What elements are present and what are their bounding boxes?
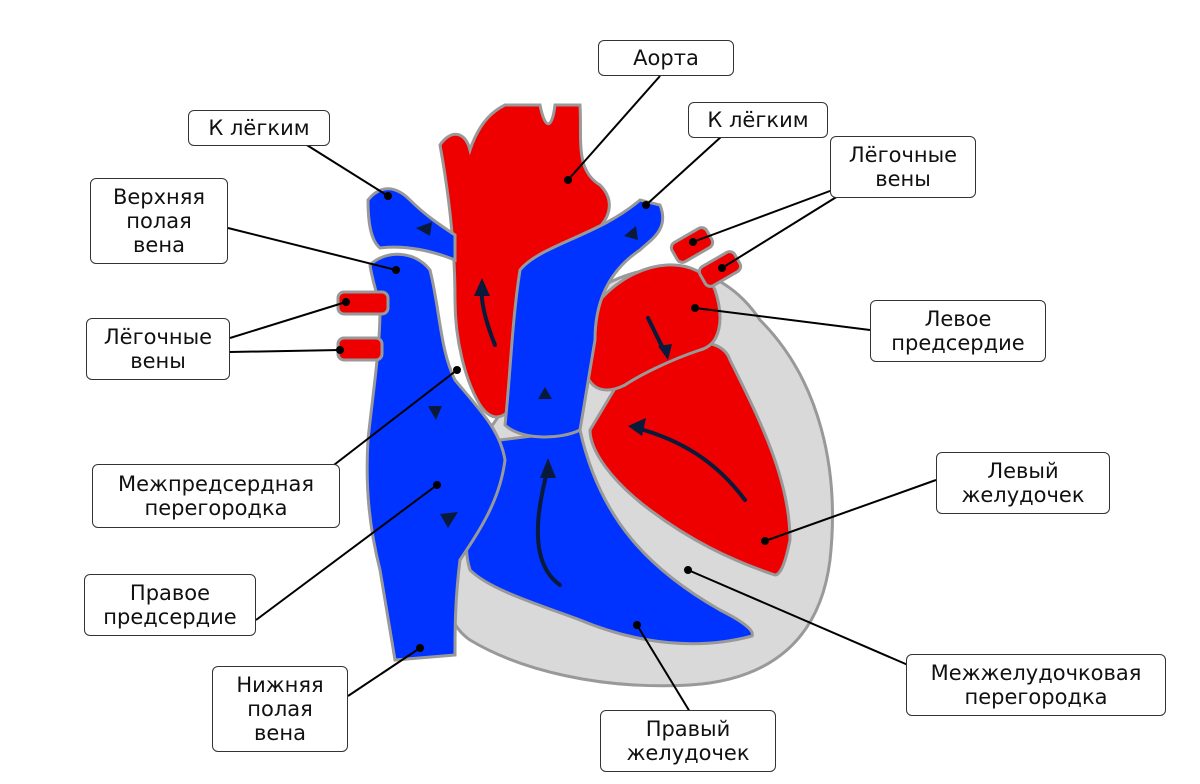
dot-aorta [564, 176, 572, 184]
label-pulmonary-veins-left: Лёгочные вены [86, 318, 230, 380]
label-left-atrium-line2: предсердие [891, 331, 1025, 355]
leader-pulmonary-veins-left-1 [229, 301, 347, 339]
arrowhead-right-ventricle [540, 458, 556, 478]
right-atrium-shape [365, 252, 507, 662]
left-pulmonary-artery-shape [366, 187, 457, 263]
label-left-ventricle-line2: желудочек [961, 483, 1085, 507]
leader-pulmonary-veins-left-2 [229, 349, 341, 353]
leader-to-lungs-right [645, 135, 723, 206]
dot-to-lungs-right [642, 201, 650, 209]
dot-pulmonary-vein-left-2 [336, 346, 344, 354]
leader-inferior-vena-cava [347, 647, 421, 697]
dot-pulmonary-vein-left-1 [342, 298, 350, 306]
label-pulmonary-veins-right-line2: вены [875, 167, 931, 191]
label-inferior-vena-cava-line3: вена [254, 721, 306, 745]
label-pulmonary-veins-left-line2: вены [130, 349, 186, 373]
label-aorta-text: Аорта [633, 46, 699, 70]
arrowhead-left-ventricle [628, 418, 646, 436]
label-left-ventricle-line1: Левый [987, 459, 1059, 483]
left-pulmonary-vein-upper [336, 290, 390, 316]
label-right-atrium: Правое предсердие [84, 574, 256, 636]
label-interatrial-septum-line2: перегородка [144, 496, 288, 520]
dot-right-ventricle [633, 621, 641, 629]
right-ventricle-shape [464, 428, 754, 646]
label-right-atrium-line1: Правое [129, 581, 211, 605]
leader-right-ventricle [636, 624, 691, 713]
label-interatrial-septum-line1: Межпредсердная [117, 472, 314, 496]
arrowhead-inferior [440, 512, 458, 528]
leader-to-lungs-left [301, 141, 389, 197]
label-to-lungs-right-text: К лёгким [707, 108, 809, 132]
leader-pulmonary-veins-right-1 [692, 187, 839, 243]
label-inferior-vena-cava: Нижняя полая вена [212, 666, 348, 752]
dot-pulmonary-vein-right-1 [689, 238, 697, 246]
leader-aorta [567, 75, 661, 181]
label-pulmonary-veins-left-line1: Лёгочные [103, 325, 213, 349]
label-left-atrium-line1: Левое [924, 307, 992, 331]
dot-right-atrium [433, 481, 441, 489]
leader-interatrial-septum [329, 369, 458, 469]
label-left-atrium: Левое предсердие [870, 300, 1046, 362]
leader-pulmonary-veins-right-2 [721, 195, 839, 269]
label-superior-vena-cava: Верхняя полая вена [90, 178, 228, 264]
label-to-lungs-left: К лёгким [188, 110, 330, 146]
left-ventricle-shape [588, 341, 792, 577]
leader-right-atrium [255, 484, 438, 621]
dot-interventricular-septum [684, 566, 692, 574]
label-right-ventricle-line2: желудочек [626, 741, 750, 765]
label-interatrial-septum: Межпредсердная перегородка [92, 464, 340, 528]
leader-left-atrium [694, 307, 871, 331]
dot-inferior-vena-cava [416, 644, 424, 652]
dot-superior-vena-cava [392, 266, 400, 274]
arrowhead-pulmonary-trunk [538, 387, 552, 399]
dot-to-lungs-left [384, 192, 392, 200]
label-interventricular-septum: Межжелудочковая перегородка [906, 654, 1166, 716]
leader-superior-vena-cava [227, 227, 397, 271]
flow-arrow-left-ventricle [635, 426, 747, 502]
label-pulmonary-veins-right-line1: Лёгочные [848, 143, 958, 167]
dot-interatrial-septum [453, 366, 461, 374]
label-interventricular-septum-line2: перегородка [964, 685, 1108, 709]
label-aorta: Аорта [598, 40, 734, 76]
label-superior-vena-cava-line3: вена [133, 233, 185, 257]
left-pulmonary-vein-lower [336, 336, 384, 362]
label-right-ventricle-line1: Правый [645, 717, 731, 741]
arrowhead-left-atrium [658, 344, 672, 360]
flow-arrow-right-ventricle [535, 466, 562, 587]
arrowhead-aorta [474, 278, 490, 296]
label-inferior-vena-cava-line1: Нижняя [236, 673, 324, 697]
label-interventricular-septum-line1: Межжелудочковая [930, 661, 1142, 685]
pulmonary-trunk-shape [503, 198, 664, 439]
label-inferior-vena-cava-line2: полая [247, 697, 313, 721]
arrowhead-left-pulmonary [416, 222, 432, 236]
arrowhead-right-atrium [428, 406, 442, 420]
label-pulmonary-veins-right: Лёгочные вены [830, 136, 976, 198]
leader-interventricular-septum [687, 569, 909, 666]
leader-left-ventricle [764, 479, 937, 542]
arrowhead-right-pulmonary [624, 226, 638, 240]
label-left-ventricle: Левый желудочек [936, 452, 1110, 514]
label-superior-vena-cava-line1: Верхняя [112, 185, 206, 209]
label-to-lungs-right: К лёгким [688, 102, 828, 138]
label-superior-vena-cava-line2: полая [126, 209, 192, 233]
label-right-ventricle: Правый желудочек [600, 710, 776, 772]
dot-left-ventricle [761, 537, 769, 545]
dot-left-atrium [691, 304, 699, 312]
label-to-lungs-left-text: К лёгким [208, 116, 310, 140]
dot-pulmonary-vein-right-2 [718, 264, 726, 272]
label-right-atrium-line2: предсердие [103, 605, 237, 629]
